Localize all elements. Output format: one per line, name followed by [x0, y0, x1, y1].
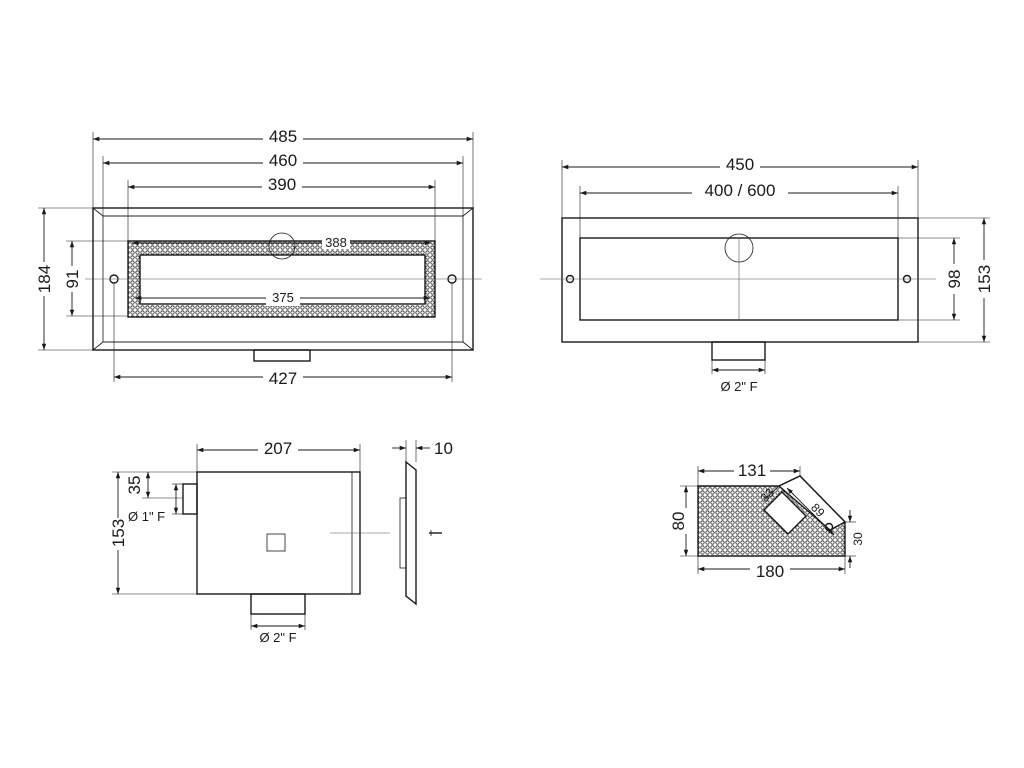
label-10: 10 [434, 439, 453, 458]
label-top-outlet: Ø 2" F [720, 379, 757, 394]
front-outlet-pipe [253, 349, 311, 362]
side-cover-plate [405, 460, 417, 606]
label-35: 35 [125, 476, 144, 495]
label-91: 91 [63, 270, 82, 289]
label-side-inlet: Ø 1" F [128, 509, 165, 524]
label-153-side: 153 [109, 519, 128, 547]
label-207: 207 [264, 439, 292, 458]
section-view: 131 180 80 30 33 89 [669, 461, 865, 581]
top-view: 450 400 / 600 98 153 Ø 2" F [540, 154, 994, 394]
top-outlet-pipe [711, 341, 766, 361]
label-460: 460 [269, 151, 297, 170]
label-388: 388 [325, 235, 347, 250]
side-inlet-pipe [182, 483, 198, 515]
label-30: 30 [851, 532, 865, 546]
dim-line-89 [786, 487, 835, 536]
dim-line-33 [763, 485, 780, 501]
side-cover-clip [399, 497, 407, 569]
front-drain-circle [268, 232, 296, 260]
label-80: 80 [669, 512, 688, 531]
label-131: 131 [738, 461, 766, 480]
label-375: 375 [272, 290, 294, 305]
label-400-600: 400 / 600 [705, 181, 776, 200]
bevel-corner-tr [462, 207, 474, 217]
bevel-corner-tl [92, 207, 104, 217]
label-450: 450 [726, 155, 754, 174]
bevel-corner-br [462, 341, 474, 351]
side-outlet-pipe [250, 593, 306, 615]
front-view: 485 460 390 388 375 427 184 91 [34, 126, 482, 388]
bevel-corner-bl [92, 341, 104, 351]
label-184: 184 [35, 265, 54, 293]
label-153-top: 153 [975, 265, 994, 293]
label-180: 180 [756, 562, 784, 581]
side-view: 207 10 153 35 Ø 1" F Ø 2" F [108, 438, 453, 645]
front-plate-bevel-top [91, 207, 475, 217]
top-body-outline [561, 217, 919, 343]
label-427: 427 [269, 369, 297, 388]
label-485: 485 [269, 127, 297, 146]
label-side-outlet: Ø 2" F [259, 630, 296, 645]
side-connector-square [266, 533, 286, 552]
label-390: 390 [268, 175, 296, 194]
top-drain-circle [724, 233, 754, 263]
front-plate-bevel-bottom [91, 341, 475, 351]
label-98: 98 [945, 270, 964, 289]
